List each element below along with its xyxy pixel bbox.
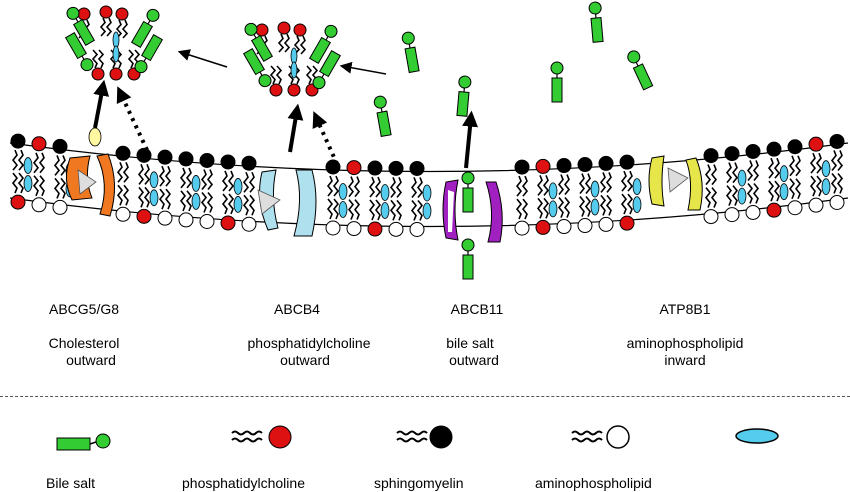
abcb4-transporter — [257, 169, 317, 237]
arrow-abcb4-up — [287, 103, 304, 153]
lipid-pair — [577, 157, 600, 234]
bile-salt-molecule — [456, 75, 472, 117]
free-bile-salts — [373, 1, 654, 280]
lipid-pair — [808, 136, 831, 213]
transport-arrows — [93, 49, 479, 169]
abcb11-substrate: bile salt — [446, 335, 494, 351]
abcg5-g8-label: ABCG5/G8 — [48, 301, 120, 317]
bile-salt-molecule — [588, 1, 604, 43]
abcg5-g8-substrate: Cholesterol — [48, 335, 120, 351]
bile-salt-molecule — [66, 6, 96, 46]
abcb11-transporter — [442, 179, 503, 243]
bile-salt-molecule — [308, 24, 338, 64]
bile-salt-molecule — [312, 50, 342, 90]
arrow-abcg5-dotted — [116, 86, 149, 151]
bile-salt-molecule — [242, 48, 272, 88]
lipid-pair — [241, 155, 257, 232]
lipid-pair — [556, 158, 572, 235]
bile-salt-molecule — [130, 8, 160, 48]
bile-salt-molecule — [244, 22, 274, 62]
lipid-pair — [787, 139, 803, 216]
lipid-pair — [514, 159, 530, 236]
lipid-pair — [325, 159, 348, 236]
lipid-pair — [598, 155, 614, 232]
bile-salt-molecule — [134, 34, 164, 74]
atp8b1-substrate: aminophospholipid — [626, 335, 744, 351]
lipid-pair — [829, 133, 845, 210]
arrow-left-2 — [339, 61, 387, 75]
lipid-pair — [220, 154, 243, 231]
lipid-pair — [703, 148, 719, 225]
atp8b1-transporter — [648, 155, 703, 211]
lipid-pair — [136, 147, 159, 224]
membrane-outer-surface — [9, 142, 849, 173]
abcb4-label: ABCB4 — [274, 301, 320, 317]
arrow-abcb11-up — [462, 110, 479, 169]
arrow-abcg5-up — [93, 79, 110, 129]
bile-salt-molecule — [461, 171, 475, 213]
lipid-pair — [535, 158, 558, 235]
micelle-cluster — [64, 5, 164, 81]
abcg5-g8-transporter — [66, 127, 116, 217]
lipid-pair — [745, 143, 761, 220]
lipid-pair — [724, 146, 747, 223]
lipid-pair — [178, 151, 201, 228]
bile-salt-molecule — [373, 95, 392, 138]
micelle-cluster — [242, 21, 342, 97]
lipid-pair — [199, 152, 215, 229]
lipid-pair — [388, 160, 404, 237]
atp8b1-direction: inward — [664, 352, 706, 368]
legend-phosphatidylcholine-label: phosphatidylcholine — [182, 475, 305, 491]
abcb4-substrate: phosphatidylcholine — [247, 335, 371, 351]
lipid-pair — [409, 160, 432, 237]
lipid-pair — [766, 141, 789, 218]
abcb11-label: ABCB11 — [450, 301, 504, 317]
legend-aminophospholipid-label: aminophospholipid — [535, 475, 652, 491]
sphingomyelin-legend-icon — [396, 425, 453, 449]
lipid-pair — [10, 133, 33, 210]
bile-salt-molecule — [64, 32, 94, 72]
lipid-bilayer — [10, 133, 845, 237]
legend-bile-salt-label: Bile salt — [46, 475, 96, 491]
lipid-pair — [367, 160, 390, 237]
legend-sphingomyelin-label: sphingomyelin — [374, 475, 464, 491]
membrane-diagram — [9, 1, 849, 280]
bile-salt-molecule — [550, 61, 564, 103]
abcg5-g8-direction: outward — [66, 352, 116, 368]
lipid-pair — [31, 136, 47, 213]
aminophospholipid-legend-icon — [571, 425, 630, 449]
lipid-pair — [115, 145, 131, 222]
legend-icons — [56, 425, 779, 451]
cholesterol-legend-icon — [735, 428, 779, 444]
bile-salt-molecule — [627, 50, 654, 91]
lipid-pair — [157, 149, 173, 226]
phosphatidylcholine-legend-icon — [231, 425, 292, 449]
lipid-pair — [346, 160, 362, 237]
bile-salt-legend-icon — [56, 433, 111, 451]
mixed-micelles — [64, 5, 342, 97]
arrow-abcb4-dotted — [312, 111, 339, 165]
atp8b1-label: ATP8B1 — [659, 301, 711, 317]
abcb11-direction: outward — [449, 352, 499, 368]
bile-salt-molecule — [401, 31, 420, 74]
lipid-pair — [619, 154, 642, 231]
arrow-left-1 — [177, 49, 228, 68]
abcb4-direction: outward — [280, 352, 330, 368]
bile-salt-molecule — [461, 238, 475, 280]
legend-divider — [0, 396, 850, 397]
